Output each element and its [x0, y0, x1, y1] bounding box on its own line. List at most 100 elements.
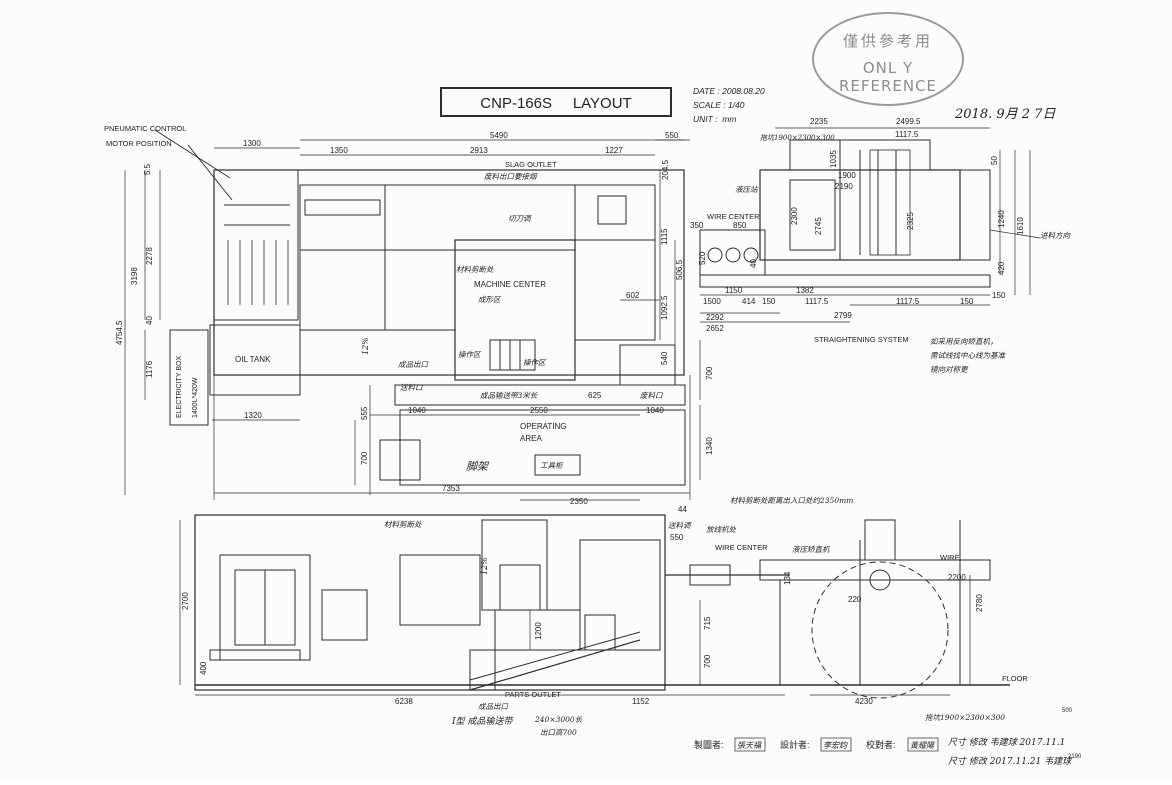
label-motor: MOTOR POSITION — [106, 139, 172, 148]
dim: 12% — [480, 557, 489, 575]
dim: 2700 — [181, 592, 190, 610]
designed-label: 設計者: — [780, 739, 810, 750]
dim: 550 — [670, 533, 684, 542]
dim: 1500 — [703, 297, 721, 306]
dim: 1092.5 — [660, 295, 669, 320]
dim: 3198 — [130, 267, 139, 285]
elevation-machine-outline — [194, 514, 666, 691]
label-pneumatic: PNEUMATIC CONTROL — [104, 124, 186, 133]
dim: 2499.5 — [896, 117, 921, 126]
dim: 850 — [733, 221, 747, 230]
dim: 700 — [360, 451, 369, 465]
dim: 5490 — [490, 131, 508, 140]
label-cable-tray: 拖坑1900×2300×300 — [760, 134, 835, 142]
label-elev-machine: 材料剪断处 — [384, 520, 422, 529]
dim: 134 — [783, 571, 792, 585]
label-hydraulic: 液压站 — [735, 185, 759, 194]
dim: 1610 — [1016, 217, 1025, 235]
dim: 1040 — [646, 406, 664, 415]
label-elev-note: 材料剪断处距离出入口处约2350mm — [730, 496, 853, 505]
label-conveyor: 成品输送带3米长 — [480, 391, 538, 400]
reference-stamp: 僅供參考用 ONL Y REFERENCE — [812, 12, 964, 106]
dim: 625 — [588, 391, 602, 400]
dim: 44 — [678, 505, 687, 514]
plan-machine-outline — [213, 169, 685, 376]
dim: 40 — [145, 316, 154, 325]
label-elev-finished: 成品出口 — [478, 702, 508, 711]
dim: 1035 — [829, 150, 838, 168]
plan-oil-tank — [209, 324, 301, 396]
dim: 540 — [660, 351, 669, 365]
dim: 2235 — [810, 117, 828, 126]
revision-2: 尺寸 修改 2017.11.21 韦建球 — [948, 756, 1073, 767]
dim: 1117.5 — [805, 297, 829, 306]
label-scrap: 废料口 — [640, 391, 663, 400]
dim: 715 — [703, 616, 712, 630]
label-feed: 送料口 — [400, 383, 423, 392]
label-pit: 拖坑1900×2300×300 — [925, 713, 1005, 722]
dim: 2292 — [706, 313, 724, 322]
dim: 150 — [960, 297, 974, 306]
dim: 420 — [997, 261, 1006, 275]
label-oil-tank: OIL TANK — [235, 355, 271, 364]
checked-label: 校對者: — [866, 739, 896, 750]
dim: 220 — [848, 595, 862, 604]
dim: 1200 — [534, 622, 543, 640]
label-machine-center: MACHINE CENTER — [474, 280, 546, 289]
dim: 2278 — [145, 247, 154, 265]
label-straightening: STRAIGHTENING SYSTEM — [814, 335, 909, 344]
dim: 150 — [992, 291, 1006, 300]
straightener-dimensions: 2235 2499.5 1117.5 1035 1900 2190 2300 2… — [690, 117, 1025, 333]
label-elev-cutter: 送料调 — [668, 521, 692, 530]
stamp-line2: ONL Y REFERENCE — [838, 59, 938, 95]
dim: 40 — [749, 259, 758, 268]
note-line-1: 如采用反向矫直机， — [930, 337, 998, 346]
plan-module-3 — [574, 184, 656, 241]
dim: 700 — [703, 654, 712, 668]
dim: 350 — [690, 221, 704, 230]
wire-coil — [811, 561, 949, 699]
label-belt: 240×3000长 — [534, 715, 583, 724]
dim: 6238 — [395, 697, 413, 706]
drawing-title: CNP-166S LAYOUT — [480, 95, 631, 112]
label-op-cn1: 操作区 — [458, 350, 482, 359]
label-wire-center: WIRE CENTER — [707, 212, 760, 221]
plan-motor-block — [213, 169, 299, 321]
label-elev-wire-cn: 放线机处 — [706, 525, 736, 534]
note-line-3: 镜向对称更 — [930, 365, 969, 374]
stamp-line1: 僅供參考用 — [842, 32, 933, 50]
label-area: AREA — [520, 434, 542, 443]
dim: 500 — [1062, 708, 1073, 714]
dim: 204.5 — [661, 159, 670, 180]
dim: 414 — [742, 297, 756, 306]
label-slag-cn: 废料出口要接烟 — [484, 172, 538, 181]
label-elev-wire: WIRE — [940, 553, 960, 562]
dim: 1240 — [997, 210, 1006, 228]
meta-date: DATE : 2008.08.20 — [693, 86, 765, 96]
dim: 150 — [762, 297, 776, 306]
dim: 2190 — [835, 182, 853, 191]
label-elev-wire-center: WIRE CENTER — [715, 543, 768, 552]
dim: 2200 — [948, 573, 966, 582]
title-box — [440, 87, 672, 117]
plan-dimensions: 1300 5490 550 1350 2913 1227 5.5 204.5 2… — [115, 131, 714, 493]
dim: 50 — [990, 156, 999, 165]
label-finished: 成品出口 — [398, 360, 428, 369]
label-floor: FLOOR — [1002, 674, 1028, 683]
dim: 2652 — [706, 324, 724, 333]
designed-signature: 李宏鈞 — [823, 741, 848, 750]
revision-1: 尺寸 修改 韦建球 2017.11.1 — [948, 737, 1065, 748]
dim: 400 — [199, 661, 208, 675]
label-machine-cn: 材料剪断处 — [456, 265, 494, 274]
label-stand: 脚架 — [466, 460, 490, 473]
meta-scale: SCALE : 1/40 — [693, 100, 745, 110]
label-operating: OPERATING — [520, 422, 567, 431]
dim: 1117.5 — [896, 297, 920, 306]
dim: 4754.5 — [115, 320, 124, 345]
dim: 1900 — [838, 171, 856, 180]
plan-conveyor — [394, 384, 686, 406]
dim: 2325 — [906, 212, 915, 230]
label-op-cn2: 操作区 — [523, 358, 547, 367]
